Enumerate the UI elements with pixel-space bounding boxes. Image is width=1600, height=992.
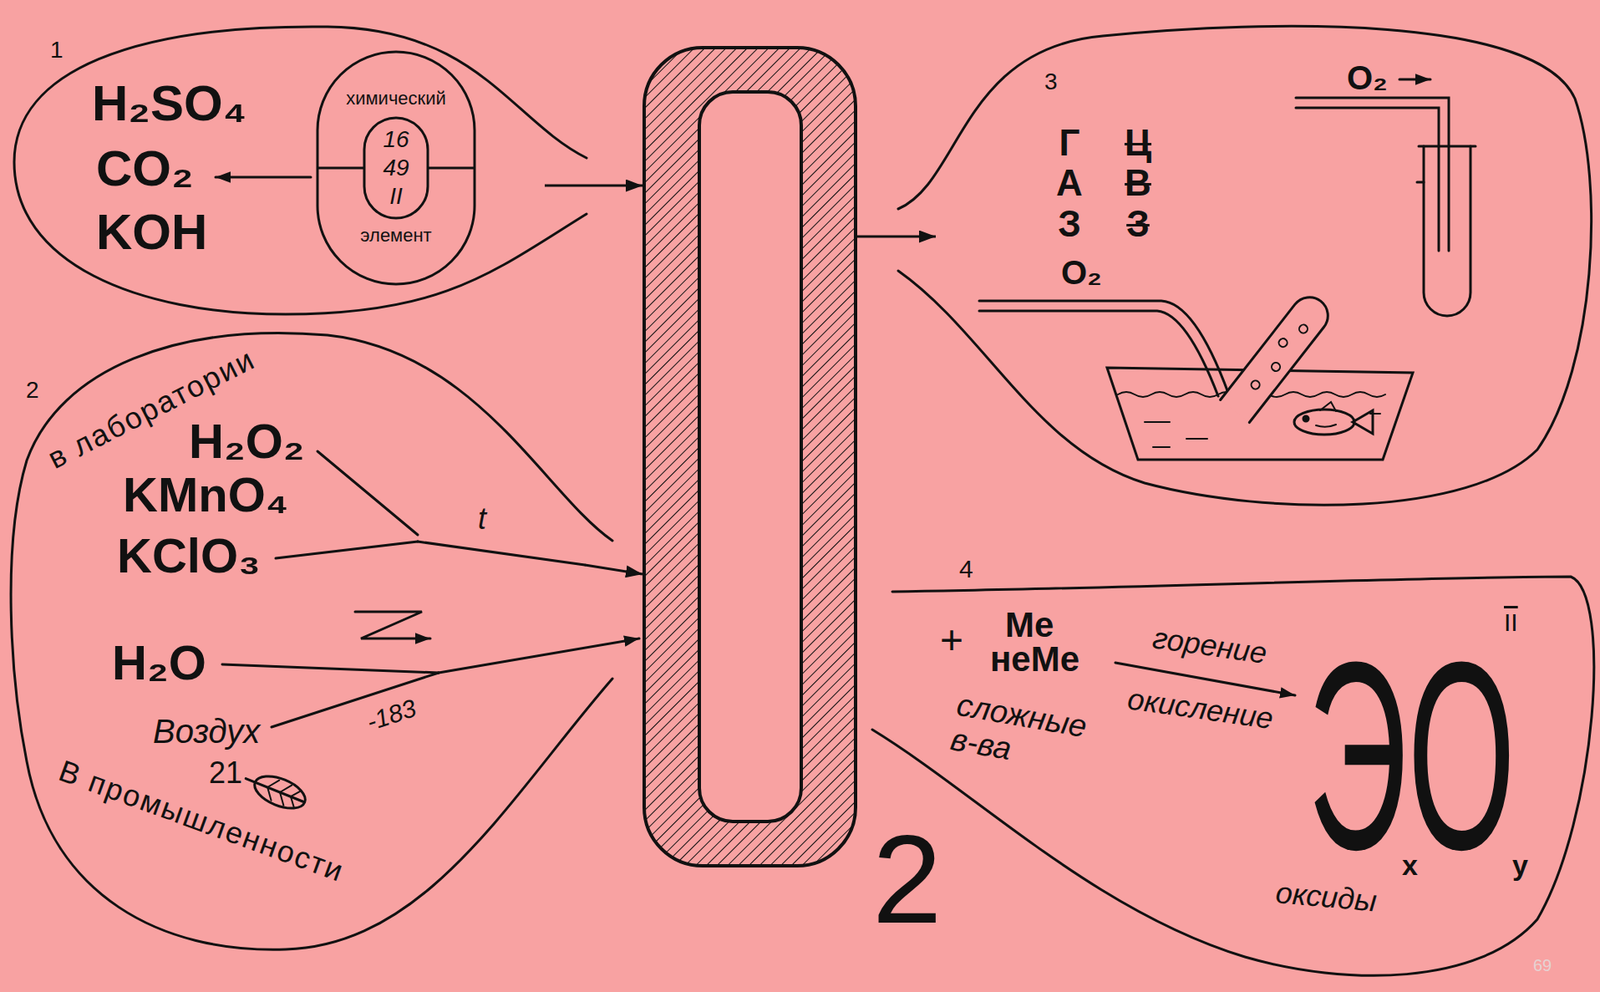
blob-outline [14, 26, 587, 315]
region-blob: 3ГАЗ ЦВЗ O₂ O₂ [935, 15, 1592, 511]
atomic-number: 16 [316, 127, 476, 152]
reaction-line [417, 541, 585, 565]
percent-value: 21 [208, 757, 243, 788]
gas-flow-arrow [1399, 78, 1431, 82]
test-tube-rim [1418, 145, 1476, 148]
plus-sign: + [939, 619, 964, 661]
property-column: ГАЗ [1051, 122, 1088, 244]
blob-outline [898, 25, 1592, 505]
valence: II [1503, 609, 1519, 635]
formula: KClO₃ [116, 531, 261, 580]
formula: KMnO₄ [122, 470, 289, 519]
valence: II [316, 184, 476, 209]
reactant-label: неМе [990, 641, 1080, 677]
blob-outline [872, 576, 1595, 976]
region-blob-outline [935, 15, 1592, 511]
callout-number: 2 [25, 378, 40, 402]
reactant-label: Ме [1005, 607, 1054, 643]
region-blob: 2в лабораторииH₂O₂KMnO₄KClO₃tH₂OВоздух21… [10, 326, 585, 955]
hatched-letter-inner [699, 91, 802, 822]
oval-word: химический [316, 89, 476, 108]
process-label: окисление [1125, 683, 1275, 734]
element-oval: химический 16 49II элемент [316, 50, 479, 285]
oxygen-letter-outline [642, 45, 858, 868]
connector-arrow [857, 235, 936, 239]
reaction-line [275, 541, 418, 559]
callout-number: 1 [50, 38, 64, 62]
crossed-column: ЦВЗ [1119, 122, 1157, 244]
formula: H₂O₂ [188, 416, 305, 466]
formula: KOH [96, 207, 208, 258]
delivery-tube [1295, 97, 1449, 251]
oval-word: элемент [316, 226, 476, 245]
reaction-line [317, 451, 418, 535]
oxide-formula: ЭO [1307, 621, 1516, 889]
product-label: оксиды [1274, 877, 1378, 916]
delivery-tube [979, 310, 1219, 397]
connector-arrow [544, 184, 643, 188]
formula-index: y [1512, 850, 1529, 879]
industry-arrow [438, 638, 640, 673]
inner-arrow [215, 176, 311, 179]
reaction-line [222, 664, 439, 673]
page-number: 69 [1533, 956, 1552, 974]
test-tube [1423, 146, 1471, 316]
reactant-label: сложные в-ва [948, 687, 1101, 782]
delivery-tube [1295, 107, 1439, 251]
gas-formula: O₂ [1346, 60, 1388, 95]
region-blob: химический 16 49II элемент 1H₂SO₄ CO₂ KOH [10, 20, 545, 317]
arc-heading: В промышленности [55, 755, 349, 887]
callout-number: 3 [1044, 70, 1058, 94]
leaf-symbol [240, 766, 310, 815]
condition-label: t [477, 503, 487, 534]
formula: CO₂ [96, 143, 194, 194]
connector-arrow [584, 564, 643, 574]
delivery-tube [979, 300, 1229, 393]
divider-line [427, 167, 475, 170]
gas-formula: O₂ [1061, 255, 1103, 290]
region-blob: 4 + МенеМе сложные в-ва горение окисление ЭOx y… [927, 543, 1592, 985]
atomic-mass: 49 [316, 156, 476, 180]
divider-line [317, 167, 365, 170]
hatched-letter-outer [644, 47, 856, 866]
fish [1294, 401, 1373, 435]
temperature-label: -183 [363, 695, 419, 735]
blob-outline [10, 333, 613, 950]
formula-index: x [1401, 850, 1418, 879]
formula: H₂SO₄ [91, 78, 247, 129]
process-label: горение [1150, 622, 1269, 669]
oxygen-letter: 2 [642, 45, 858, 868]
test-tube-mark [1417, 181, 1424, 184]
outer-oval [317, 51, 475, 285]
source-label: Воздух [152, 714, 260, 748]
collecting-tube [1220, 289, 1336, 423]
formula: H₂O [111, 638, 207, 687]
electricity-symbol [355, 611, 431, 639]
callout-number: 4 [959, 556, 974, 582]
subscript-two: 2 [872, 816, 942, 942]
